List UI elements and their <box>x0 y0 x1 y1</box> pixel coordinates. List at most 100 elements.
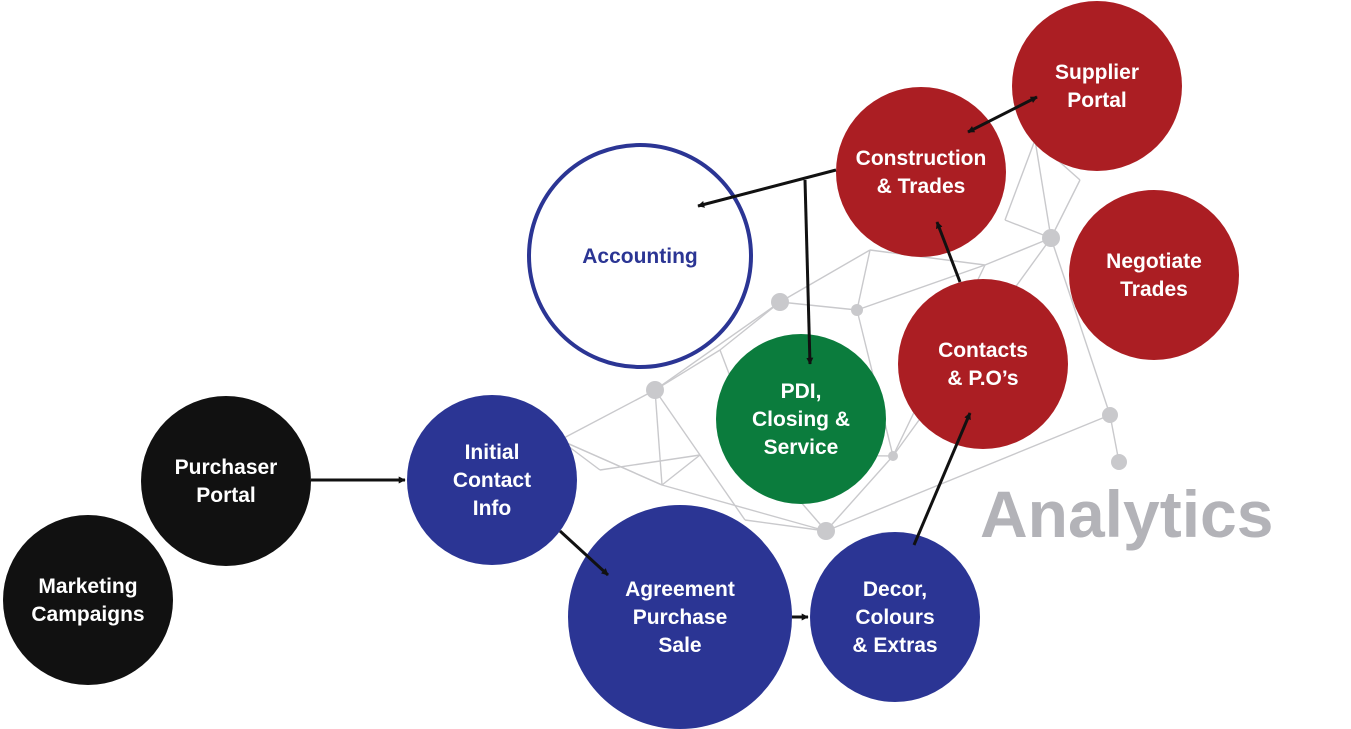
node-circle <box>407 395 577 565</box>
analytics-label: Analytics <box>980 477 1273 551</box>
node-circle <box>1012 1 1182 171</box>
node-label: PDI, Closing & Service <box>752 380 850 459</box>
node-label-line: Purchaser <box>175 456 278 479</box>
network-line <box>825 414 1111 532</box>
node-decor-colours-extras: Decor, Colours & Extras <box>810 532 980 702</box>
network-line <box>744 519 827 532</box>
network-dot <box>851 304 863 316</box>
network-line <box>599 454 701 471</box>
network-dot <box>888 451 898 461</box>
arrows-layer <box>311 95 1038 621</box>
network-line <box>661 484 827 532</box>
network-line <box>1050 179 1081 239</box>
node-label: Decor, Colours & Extras <box>852 578 937 657</box>
node-label-line: Info <box>473 497 511 520</box>
network-line <box>984 237 1052 266</box>
node-label-line: Decor, <box>863 578 927 601</box>
node-label-line: Contacts <box>938 339 1028 362</box>
arrow-contacts-to-construction <box>935 221 962 283</box>
network-line <box>699 454 746 521</box>
network-line <box>1004 139 1036 221</box>
network-line <box>654 349 721 391</box>
network-line <box>1050 237 1111 416</box>
node-label-line: Negotiate <box>1106 250 1202 273</box>
network-line <box>825 455 894 532</box>
network-line <box>661 454 701 486</box>
node-construction-trades: Construction & Trades <box>836 87 1006 257</box>
network-dot <box>1102 407 1118 423</box>
network-line <box>856 249 871 311</box>
node-circle <box>810 532 980 702</box>
network-line <box>654 389 663 486</box>
node-label-line: Closing & <box>752 408 850 431</box>
arrow-construction-supplier <box>967 95 1038 134</box>
node-label-line: Marketing <box>38 575 137 598</box>
node-circle <box>3 515 173 685</box>
network-line <box>559 439 663 486</box>
node-label-line: Portal <box>196 484 256 507</box>
node-label-line: Colours <box>855 606 934 629</box>
network-dot <box>1111 454 1127 470</box>
network-line <box>1034 139 1052 239</box>
node-circle <box>716 334 886 504</box>
node-label-line: & P.O’s <box>947 367 1018 390</box>
node-label-line: Trades <box>1120 278 1188 301</box>
node-label-line: PDI, <box>781 380 822 403</box>
node-label: Accounting <box>582 245 698 268</box>
node-label-line: & Trades <box>877 175 966 198</box>
node-circle <box>568 505 792 729</box>
arrow-construction-to-accounting <box>697 168 837 208</box>
node-circle <box>836 87 1006 257</box>
network-line <box>856 264 986 311</box>
node-label-line: Construction <box>856 147 987 170</box>
node-label-line: Supplier <box>1055 61 1139 84</box>
network-line <box>869 249 986 266</box>
node-accounting: Accounting <box>527 143 753 369</box>
node-label: Contacts & P.O’s <box>938 339 1028 390</box>
arrow-construction-to-pdi <box>803 179 814 365</box>
node-label-line: Accounting <box>582 245 698 268</box>
network-line <box>654 389 701 456</box>
network-line <box>779 249 871 303</box>
node-label-line: Agreement <box>625 578 735 601</box>
network-line <box>719 301 781 351</box>
node-circle <box>898 279 1068 449</box>
network-dot <box>771 293 789 311</box>
network-line <box>559 389 656 441</box>
node-label-line: Initial <box>465 441 520 464</box>
network-dot <box>1042 229 1060 247</box>
node-label-line: Sale <box>658 634 701 657</box>
node-label-line: Contact <box>453 469 531 492</box>
node-pdi-closing-service: PDI, Closing & Service <box>716 334 886 504</box>
arrow-initial-to-agreement <box>558 529 610 577</box>
node-circle <box>141 396 311 566</box>
node-label-line: Portal <box>1067 89 1127 112</box>
network-dot <box>817 522 835 540</box>
node-label-line: Campaigns <box>31 603 144 626</box>
node-label-line: Purchase <box>633 606 728 629</box>
arrow-decor-to-contacts <box>912 412 972 546</box>
network-line <box>779 301 858 311</box>
node-circle <box>527 143 753 369</box>
node-contacts-pos: Contacts & P.O’s <box>898 279 1068 449</box>
node-label: Construction & Trades <box>856 147 987 198</box>
network-dot <box>646 381 664 399</box>
node-label-line: Service <box>764 436 839 459</box>
node-circle <box>1069 190 1239 360</box>
node-label-line: & Extras <box>852 634 937 657</box>
network-line <box>654 301 781 391</box>
